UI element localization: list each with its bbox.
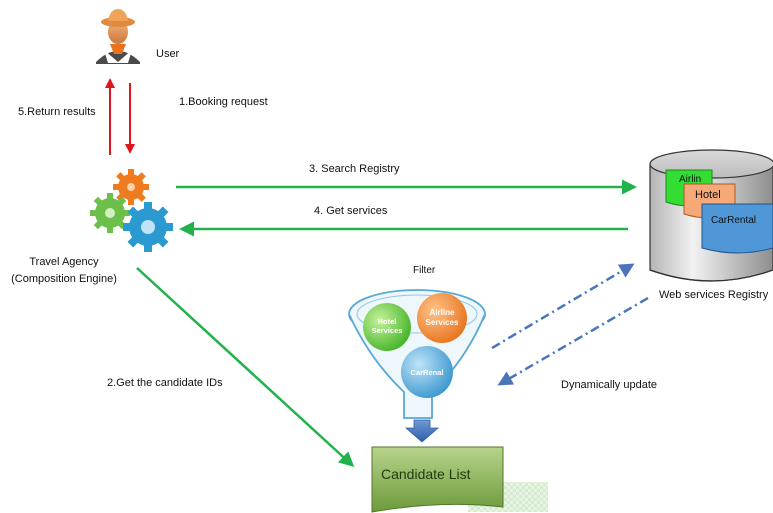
candidate-list-icon [371, 446, 548, 513]
candidate-list-label: Candidate List [381, 466, 471, 482]
travel-agency-line1: Travel Agency [29, 256, 99, 268]
search-registry-label: 3. Search Registry [309, 163, 400, 175]
airline-services-line2: Services [425, 318, 459, 327]
dynamically-update-label: Dynamically update [561, 379, 657, 391]
travel-agency-label: Travel Agency (Composition Engine) [4, 256, 124, 286]
get-candidate-ids-arrow [136, 267, 355, 468]
car-renal-ball [401, 346, 453, 398]
airline-services-ball [417, 293, 467, 343]
dynamic-update-arrow-upper [491, 263, 635, 350]
get-candidate-ids-label: 2.Get the candidate IDs [107, 377, 223, 389]
filter-output-arrow [404, 419, 440, 443]
web-services-registry-label: Web services Registry [659, 289, 769, 301]
airline-services-line1: Airline [429, 308, 455, 317]
car-renal-label: CarRenal [410, 368, 444, 377]
get-services-label: 4. Get services [314, 205, 388, 217]
travel-agency-line2: (Composition Engine) [11, 273, 117, 285]
car-rental-doc-label: CarRental [711, 215, 757, 226]
hotel-services-label: Hotel Services [371, 317, 403, 335]
return-results-label: 5.Return results [18, 106, 96, 118]
hotel-services-ball [363, 303, 411, 351]
hotel-doc-label: Hotel [695, 189, 721, 201]
user-icon [96, 9, 140, 64]
dynamic-update-arrow-lower [497, 296, 649, 386]
car-rental-doc-icon [701, 203, 773, 254]
filter-label: Filter [413, 265, 436, 276]
travel-agency-gears-icon [90, 169, 173, 252]
airline-services-label: Airline Services [418, 308, 466, 328]
booking-request-label: 1.Booking request [179, 96, 268, 108]
airline-doc-label: Airlin [679, 174, 702, 185]
user-label: User [156, 48, 180, 60]
